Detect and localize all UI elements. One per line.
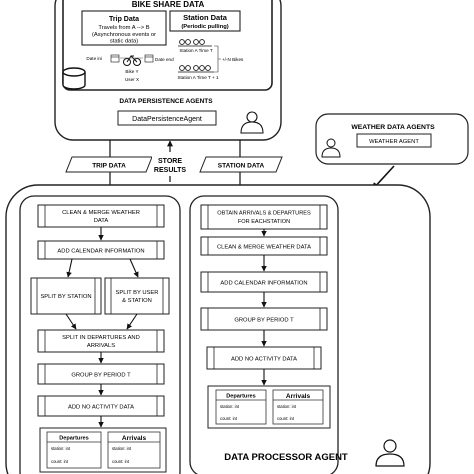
trip-data-parallelogram xyxy=(65,156,153,173)
weather-agents-title: WEATHER DATA AGENTS xyxy=(351,124,435,131)
trip-data-connector-label: TRIP DATA xyxy=(92,163,126,170)
arrow-calendar-split-user xyxy=(129,258,139,278)
data-persistence-agent-box xyxy=(117,110,217,126)
right-arrivals-header: Arrivals xyxy=(286,393,311,400)
step-split-by-station-label: SPLIT BY STATION xyxy=(40,294,91,300)
step-split-by-user-line2: & STATION xyxy=(122,298,152,304)
left-departures-header: Departures xyxy=(59,436,89,442)
date-end-label: Date end xyxy=(155,57,174,62)
step-split-by-station xyxy=(30,277,102,315)
processor-agent-person-icon xyxy=(375,439,405,467)
calendar-end-icon xyxy=(144,54,154,63)
station-data-parallelogram xyxy=(199,156,283,173)
bike-share-title: BIKE SHARE DATA xyxy=(132,0,205,9)
step-obtain-line1: OBTAIN ARRIVALS & DEPARTURES xyxy=(217,211,311,217)
data-persistence-agent-label: DataPersistenceAgent xyxy=(132,116,202,123)
date-ini-label: Date ini xyxy=(86,56,102,61)
arrow-split-station-departures xyxy=(65,313,77,330)
trip-data-box xyxy=(81,10,167,46)
left-arrivals-count: count: int xyxy=(112,459,130,464)
store-results-bg xyxy=(152,152,188,176)
right-arrivals-table xyxy=(272,389,324,425)
data-processor-agent-label: DATA PROCESSOR AGENT xyxy=(224,452,348,463)
right-departures-count: count: int xyxy=(220,416,238,421)
step-split-by-user-station xyxy=(104,277,170,315)
results-label: RESULTS xyxy=(154,167,186,174)
step-clean-line1: CLEAN & MERGE WEATHER xyxy=(62,210,140,216)
left-departures-table xyxy=(46,431,102,469)
user-x-label: User X xyxy=(125,77,139,82)
step-add-no-activity-right-label: ADD NO ACTIVITY DATA xyxy=(231,357,297,363)
n-bikes-bracket xyxy=(214,45,221,73)
right-departures-header: Departures xyxy=(226,394,256,400)
weather-agent-label: WEATHER AGENT xyxy=(369,139,419,145)
calendar-start-icon xyxy=(110,54,120,63)
left-departures-count: count: int xyxy=(51,459,69,464)
right-departures-table xyxy=(215,389,267,425)
station-t-bikes-icon xyxy=(178,39,212,47)
step-split-by-user-line1: SPLIT BY USER xyxy=(116,290,159,296)
step-clean-line2: DATA xyxy=(94,218,109,224)
trip-data-title: Trip Data xyxy=(109,16,139,23)
step-obtain-line2: FOR EACHSTATION xyxy=(238,219,290,225)
station-data-box xyxy=(169,10,241,32)
bicycle-icon xyxy=(123,55,141,66)
step-add-calendar-left xyxy=(37,240,165,260)
left-arrivals-header: Arrivals xyxy=(122,435,147,442)
right-arrivals-count: count: int xyxy=(277,416,295,421)
step-add-calendar-right-label: ADD CALENDAR INFORMATION xyxy=(220,281,307,287)
store-label: STORE xyxy=(158,158,182,165)
step-group-by-period-left-label: GROUP BY PERIOD T xyxy=(71,373,131,379)
station-t1-bikes-icon xyxy=(178,65,214,73)
n-bikes-label: +/-N Bikes xyxy=(222,57,244,62)
station-data-connector-label: STATION DATA xyxy=(218,163,265,170)
left-departures-station: station: int xyxy=(51,446,71,451)
persistence-agent-person-icon xyxy=(240,111,264,134)
weather-agent-person-icon xyxy=(321,138,341,158)
arrow-calendar-split-station xyxy=(66,258,73,278)
station-time-t1-label: Station A Time T + 1 xyxy=(177,75,219,80)
arrow-split-user-departures xyxy=(126,313,138,330)
left-arrivals-table xyxy=(107,431,161,469)
trip-data-line1: Travels from A --> B xyxy=(98,25,149,31)
weather-agent-box xyxy=(356,133,432,148)
step-group-by-period-left xyxy=(37,363,165,385)
step-add-no-activity-left-label: ADD NO ACTIVITY DATA xyxy=(68,405,134,411)
step-clean-right-label: CLEAN & MERGE WEATHER DATA xyxy=(217,245,311,251)
bike-y-label: Bike Y xyxy=(125,69,138,74)
step-split-departures-line2: ARRIVALS xyxy=(87,343,115,349)
step-add-calendar-left-label: ADD CALENDAR INFORMATION xyxy=(57,249,144,255)
station-data-title: Station Data xyxy=(183,13,228,22)
trip-data-line3: static data) xyxy=(110,39,138,45)
persistence-agents-label: DATA PERSISTENCE AGENTS xyxy=(119,98,213,105)
left-arrivals-station: station: int xyxy=(112,446,132,451)
trip-data-line2: (Asynchronous events or xyxy=(92,32,156,38)
step-obtain-arrivals-departures xyxy=(200,204,328,230)
right-departures-station: station: int xyxy=(220,404,240,409)
right-arrivals-station: station: int xyxy=(277,404,297,409)
station-data-subtitle: (Periodic pulling) xyxy=(181,24,228,30)
step-group-by-period-right-label: GROUP BY PERIOD T xyxy=(234,318,294,324)
station-time-t-label: Station A Time T xyxy=(179,48,213,53)
step-add-no-activity-right xyxy=(206,346,322,370)
step-split-departures-line1: SPLIT IN DEPARTURES AND xyxy=(62,335,140,341)
database-icon xyxy=(62,67,86,90)
